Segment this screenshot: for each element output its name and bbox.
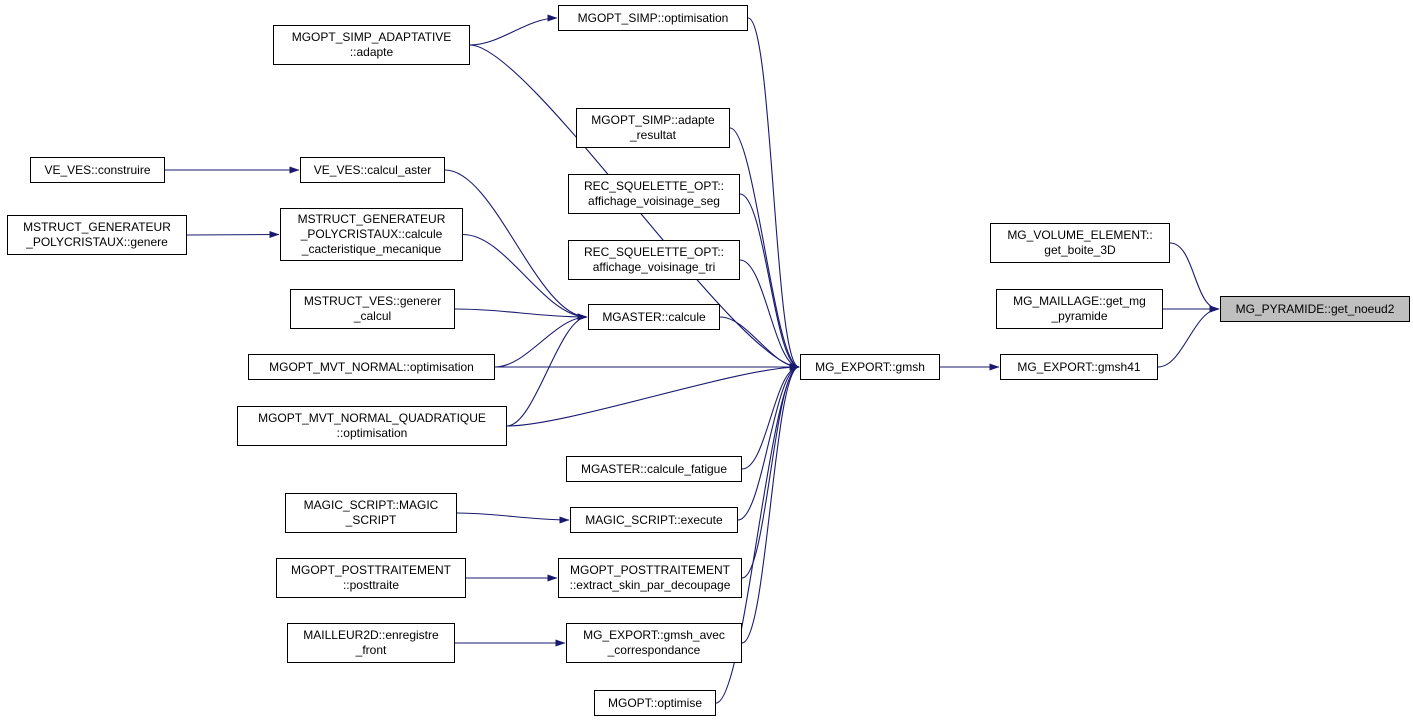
node-mgopt-mvt-normal-optimisation[interactable]: MGOPT_MVT_NORMAL::optimisation	[248, 354, 495, 380]
node-mailleur2d-enregistre-front[interactable]: MAILLEUR2D::enregistre _front	[287, 623, 455, 663]
node-mgaster-calcule[interactable]: MGASTER::calcule	[588, 304, 720, 330]
node-mgopt-simp-adaptative-adapte[interactable]: MGOPT_SIMP_ADAPTATIVE ::adapte	[273, 25, 470, 65]
node-mg-export-gmsh[interactable]: MG_EXPORT::gmsh	[800, 354, 940, 380]
node-magic-script-execute[interactable]: MAGIC_SCRIPT::execute	[570, 507, 738, 533]
node-magic-script-constructor[interactable]: MAGIC_SCRIPT::MAGIC _SCRIPT	[285, 493, 457, 533]
node-mg-pyramide-get-noeud2: MG_PYRAMIDE::get_noeud2	[1220, 296, 1410, 322]
node-mg-export-gmsh-avec-correspondance[interactable]: MG_EXPORT::gmsh_avec _correspondance	[566, 623, 742, 663]
node-mstruct-generateur-polycristaux-genere[interactable]: MSTRUCT_GENERATEUR _POLYCRISTAUX::genere	[7, 215, 187, 255]
node-mstruct-generateur-polycristaux-calcule[interactable]: MSTRUCT_GENERATEUR _POLYCRISTAUX::calcul…	[280, 208, 463, 261]
node-mgopt-simp-optimisation[interactable]: MGOPT_SIMP::optimisation	[558, 5, 748, 31]
node-mg-volume-element-get-boite-3d[interactable]: MG_VOLUME_ELEMENT:: get_boite_3D	[990, 223, 1170, 263]
node-mgopt-posttraitement-extract-skin[interactable]: MGOPT_POSTTRAITEMENT ::extract_skin_par_…	[558, 558, 742, 598]
node-mg-export-gmsh41[interactable]: MG_EXPORT::gmsh41	[1000, 354, 1158, 380]
node-mgaster-calcule-fatigue[interactable]: MGASTER::calcule_fatigue	[566, 456, 742, 482]
node-mgopt-posttraitement-posttraite[interactable]: MGOPT_POSTTRAITEMENT ::posttraite	[276, 558, 466, 598]
node-ve-ves-calcul-aster[interactable]: VE_VES::calcul_aster	[300, 157, 445, 183]
node-ve-ves-construire[interactable]: VE_VES::construire	[30, 157, 165, 183]
node-mgopt-simp-adapte-resultat[interactable]: MGOPT_SIMP::adapte _resultat	[576, 108, 730, 148]
node-rec-squelette-opt-affichage-voisinage-seg[interactable]: REC_SQUELETTE_OPT:: affichage_voisinage_…	[568, 174, 740, 214]
node-mgopt-optimise[interactable]: MGOPT::optimise	[594, 690, 716, 716]
node-mg-maillage-get-mg-pyramide[interactable]: MG_MAILLAGE::get_mg _pyramide	[996, 289, 1163, 329]
node-rec-squelette-opt-affichage-voisinage-tri[interactable]: REC_SQUELETTE_OPT:: affichage_voisinage_…	[568, 240, 740, 280]
node-mstruct-ves-generer-calcul[interactable]: MSTRUCT_VES::generer _calcul	[290, 289, 455, 329]
node-mgopt-mvt-normal-quadratique-optimisation[interactable]: MGOPT_MVT_NORMAL_QUADRATIQUE ::optimisat…	[237, 406, 507, 446]
